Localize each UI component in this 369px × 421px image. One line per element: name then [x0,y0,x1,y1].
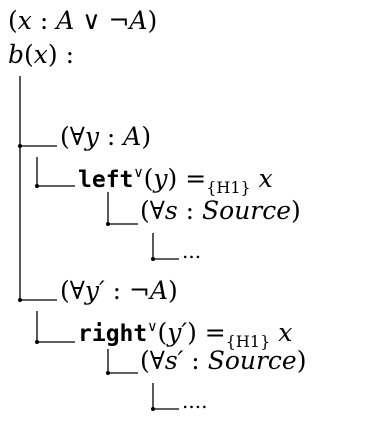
left-ctor: left [78,167,134,193]
right-colon: : [104,276,129,305]
left-inner-var: s [164,196,178,225]
right-eq-sub: {H1} [225,332,271,351]
right-rhs: x [270,318,293,347]
right-inner-close: ) [296,346,307,375]
right-ellipsis: .... [182,386,207,416]
left-type: A [123,122,142,151]
root-type-a: A [56,6,75,35]
body-var: x [33,40,48,69]
left-eq-sub: {H1} [206,178,251,197]
left-arg-open: ( [143,164,154,193]
right-inner-quant: (∀ [140,346,165,375]
left-quantifier: (∀y : A) [60,122,151,152]
left-inner-quant: (∀ [140,196,165,225]
left-ctor-sup: ∨ [133,165,144,181]
right-not: ¬ [128,276,150,305]
root-or: ∨ [74,6,109,35]
left-var: y [84,122,99,151]
node-dot [151,407,155,411]
right-inner-var: s′ [164,346,184,375]
right-arg-close: ) [187,318,197,347]
right-ctor-connector [36,311,75,343]
node-dot [106,222,110,226]
left-close: ) [141,122,152,151]
left-rhs: x [250,164,273,193]
right-inner-type: Source [207,346,297,375]
node-dot [151,257,155,261]
right-quant: (∀ [60,276,85,305]
left-colon: : [98,122,124,151]
right-var: y′ [84,276,105,305]
right-inner-colon: : [183,346,208,375]
left-inner-colon: : [177,196,203,225]
right-arg-open: ( [157,318,168,347]
left-inner-type: Source [202,196,292,225]
body-fn: b [8,40,25,69]
root-colon: : [31,6,57,35]
left-arg-close: ) [167,164,178,193]
root-not: ¬ [108,6,130,35]
right-ctor-sup: ∨ [147,319,158,335]
node-dot [35,340,39,344]
root-var: x [17,6,32,35]
right-close: ) [168,276,178,305]
root-binding: (x : A ∨ ¬A) [8,6,157,36]
node-dot [106,371,110,375]
root-type-b: A [129,6,148,35]
left-inner-quantifier: (∀s : Source) [140,196,301,226]
left-quant: (∀ [60,122,85,151]
left-eq: = [177,164,207,193]
left-equation: left∨(y) ={H1} x [78,158,273,203]
left-arg: y [153,164,168,193]
root-close: ) [147,6,158,35]
root-open: ( [8,6,18,35]
right-ellipsis-text: .... [182,389,208,413]
left-inner-close: ) [291,196,301,225]
left-ctor-connector [36,157,75,187]
left-ellipsis: ... [182,236,201,266]
right-type: A [149,276,168,305]
node-dot [18,144,22,148]
left-ellipsis-text: ... [182,239,202,263]
body-close: ) : [47,40,75,69]
body-line: b(x) : [8,40,74,70]
right-equation: right∨(y′) ={H1} x [78,312,292,357]
left-ellipsis-connector [152,233,179,260]
right-inner-quantifier: (∀s′ : Source) [140,346,306,376]
right-quantifier: (∀y′ : ¬A) [60,276,178,306]
right-eq: = [196,318,226,347]
body-open: ( [24,40,34,69]
right-arg: y′ [167,318,188,347]
node-dot [18,298,22,302]
right-ctor: right [78,321,148,347]
node-dot [35,184,39,188]
right-ellipsis-connector [152,383,179,410]
